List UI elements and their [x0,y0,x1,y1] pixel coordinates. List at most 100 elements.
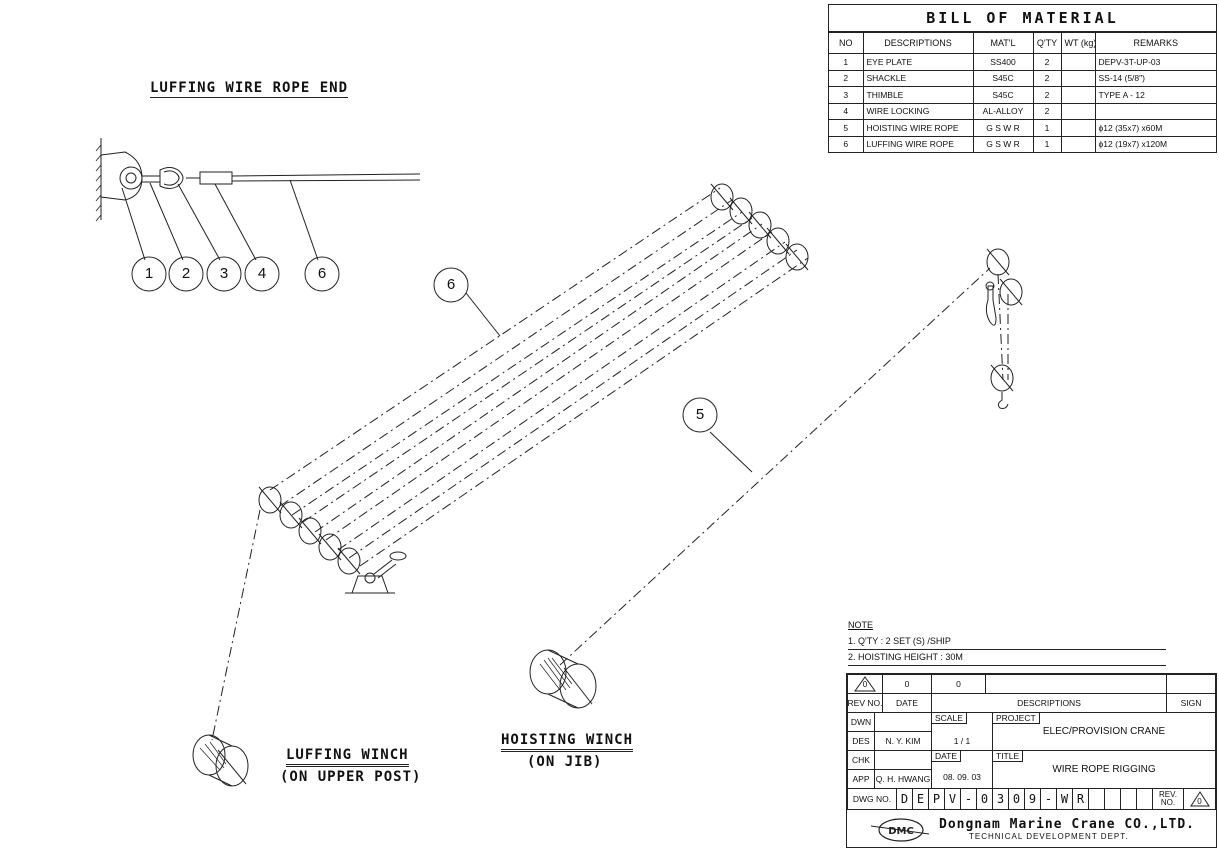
bom-cell: EYE PLATE [862,53,974,71]
bom-title: BILL OF MATERIAL [829,5,1216,32]
bom-cell: DEPV-3T-UP-03 [1094,53,1216,71]
company-name: Dongnam Marine Crane CO.,LTD. [939,817,1195,832]
bom-cell [1060,86,1096,104]
bom-cell: S45C [972,86,1034,104]
des-label: DES [847,731,875,751]
bom-cell [1060,119,1096,137]
bom-cell: HOISTING WIRE ROPE [862,119,974,137]
detail-balloons [131,256,718,433]
company-logo: DMC [870,818,930,842]
dwg-char [1136,788,1153,810]
dwg-char: - [960,788,977,810]
rev-no-small-label: REV. NO. [1152,788,1184,810]
bom-cell: SS-14 (5/8") [1094,69,1216,87]
bom-cell: 4 [829,102,864,120]
dwg-char: - [1040,788,1057,810]
bom-cell: 1 [829,53,864,71]
note-item: 1. Q'TY : 2 SET (S) /SHIP [848,634,1166,650]
bom-row: 5 HOISTING WIRE ROPE G S W R 1 ϕ12 (35x7… [829,119,1216,137]
bom-cell: AL-ALLOY [972,102,1034,120]
bom-header-material: MAT'L [972,32,1034,54]
bom-cell [1094,102,1216,120]
hoisting-winch-sublabel: (ON JIB) [527,754,603,770]
hoisting-winch-graphic [529,649,597,709]
bom-cell: 2 [1032,53,1062,71]
title-label: TITLE [992,750,1024,762]
bom-header-weight: WT (kg) [1060,32,1096,54]
rev-triangle-icon: 0 [847,674,883,694]
bom-row: 1 EYE PLATE SS400 2 DEPV-3T-UP-03 [829,53,1216,71]
dwg-char: W [1056,788,1073,810]
hoisting-winch-label: HOISTING WINCH [501,732,634,752]
bom-cell: S45C [972,69,1034,87]
dwg-char [1104,788,1121,810]
bom-cell: TYPE A - 12 [1094,86,1216,104]
chk-value [874,750,932,770]
bom-cell [1060,53,1096,71]
bom-cell: 2 [1032,102,1062,120]
bom-cell: 1 [1032,119,1062,137]
rev-no-value: 0 [882,674,932,694]
balloon-3: 3 [219,265,229,282]
upper-sheaves [710,183,809,271]
dwg-no-label: DWG NO. [847,788,897,810]
note-item: 2. HOISTING HEIGHT : 30M [848,650,1166,666]
date-label-2: DATE [931,750,962,762]
bom-cell: G S W R [972,119,1034,137]
rev-desc-cell [931,674,1167,694]
bom-table: NO DESCRIPTIONS MAT'L Q'TY WT (kg) REMAR… [829,32,1216,152]
bill-of-material: BILL OF MATERIAL NO DESCRIPTIONS MAT'L Q… [828,4,1217,153]
bom-header-remarks: REMARKS [1094,32,1216,54]
bom-header-qty: Q'TY [1032,32,1062,54]
bom-cell: ϕ12 (35x7) x60M [1094,119,1216,137]
balloon-luffing-rope: 6 [446,276,456,293]
department-name: TECHNICAL DEVELOPMENT DEPT. [969,832,1129,841]
dwg-char [1120,788,1137,810]
title-cell: WIRE ROPE RIGGING [992,750,1216,789]
app-value: Q. H. HWANG [874,769,932,789]
bom-cell: WIRE LOCKING [862,102,974,120]
bom-cell: 1 [1032,135,1062,152]
sign-label: SIGN [1166,693,1216,713]
bom-cell [1060,102,1096,120]
bom-cell: 6 [829,135,864,152]
balloon-1: 1 [144,265,154,282]
bom-header-descriptions: DESCRIPTIONS [862,32,974,54]
bom-row: 4 WIRE LOCKING AL-ALLOY 2 [829,102,1216,120]
dwg-char: 9 [1024,788,1041,810]
bom-cell: 5 [829,119,864,137]
notes: NOTE 1. Q'TY : 2 SET (S) /SHIP 2. HOISTI… [848,620,1166,666]
luffing-wire-ropes [211,187,809,741]
project-label: PROJECT [992,712,1040,724]
date-value: 08. 09. 03 [943,772,981,782]
bom-cell: 3 [829,86,864,104]
date-label: DATE [882,693,932,713]
bom-cell [1060,135,1096,152]
bom-cell [1060,69,1096,87]
dwg-char: 0 [976,788,993,810]
notes-heading: NOTE [848,620,874,630]
scale-label: SCALE [931,712,967,724]
luffing-winch-sublabel: (ON UPPER POST) [280,769,422,785]
bom-cell: ϕ12 (19x7) x120M [1094,135,1216,152]
dwg-char: E [912,788,929,810]
title-block: 0 0 0 REV NO. DATE DESCRIPTIONS SIGN DWN… [846,673,1217,848]
bom-cell: 2 [1032,69,1062,87]
bom-row: 3 THIMBLE S45C 2 TYPE A - 12 [829,86,1216,104]
bom-cell: SS400 [972,53,1034,71]
dwg-char: 0 [1008,788,1025,810]
dwg-char: V [944,788,961,810]
luffing-winch-graphic [192,734,249,787]
app-label: APP [847,769,875,789]
dwg-char: 3 [992,788,1009,810]
balloon-4: 4 [257,265,267,282]
dwg-char: R [1072,788,1089,810]
bom-cell: THIMBLE [862,86,974,104]
jib-head-sheaves [985,248,1023,409]
logo-text: DMC [888,826,914,837]
bom-cell: LUFFING WIRE ROPE [862,135,974,152]
bom-header-row: NO DESCRIPTIONS MAT'L Q'TY WT (kg) REMAR… [829,32,1216,54]
bom-cell: 2 [829,69,864,87]
dwg-char: D [896,788,913,810]
